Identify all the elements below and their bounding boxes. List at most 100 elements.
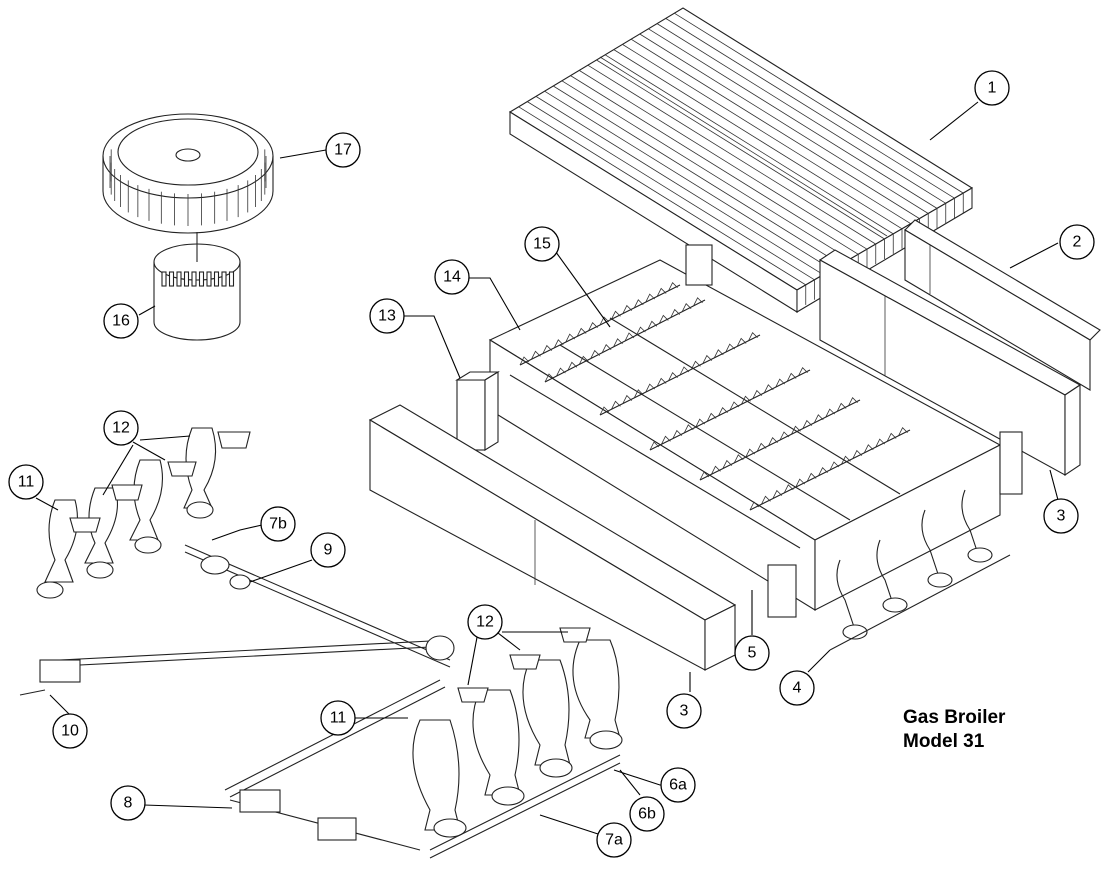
burner-tooth [601, 344, 612, 353]
burner-tooth [599, 406, 610, 416]
svg-text:10: 10 [61, 723, 79, 740]
grate-slat [613, 49, 903, 230]
grate-slat [656, 23, 946, 204]
grate-slat [674, 12, 964, 194]
callout-1: 1 [974, 70, 1010, 106]
burner-tooth [647, 320, 658, 330]
burner-tooth [786, 372, 797, 382]
burner-tooth [775, 378, 785, 388]
svg-text:2: 2 [1073, 234, 1082, 251]
burner-tooth [693, 297, 703, 307]
burner-tooth [567, 361, 578, 371]
burner-tooth [611, 310, 621, 320]
burner-tooth [588, 322, 598, 331]
svg-text:12: 12 [112, 420, 130, 437]
burner-tooth [798, 367, 808, 376]
title-line-2: Model 31 [903, 731, 985, 752]
burner-tooth [624, 332, 635, 342]
burner-tooth [729, 401, 740, 411]
burner-tooth [622, 304, 633, 314]
burner-tooth [613, 338, 623, 348]
grate-slat [622, 44, 911, 225]
burner-tooth [875, 438, 885, 448]
callout-2: 2 [1059, 224, 1095, 260]
burner-tooth [772, 489, 783, 499]
callout-12-left: 12 [103, 410, 139, 446]
callout-7a: 7a [596, 822, 632, 858]
burner-tooth [718, 407, 728, 416]
svg-text:7b: 7b [269, 516, 287, 533]
motor-vent-slot [228, 271, 235, 287]
burner-tooth [791, 425, 801, 435]
svg-text:3: 3 [680, 703, 689, 720]
title-line-1: Gas Broiler [903, 707, 1006, 728]
svg-text:11: 11 [330, 710, 347, 727]
callouts: 1 2 3 3 4 5 6a 6b 7a 7b 8 9 10 11 11 [8, 70, 1095, 858]
burner-tooth [633, 389, 644, 399]
callout-14: 14 [434, 259, 470, 295]
grate-slat [639, 33, 929, 214]
burner-tooth [576, 327, 587, 337]
burner-tooth [599, 316, 610, 326]
part-front-burners [224, 627, 623, 859]
burner-tooth [806, 472, 817, 482]
burner-tooth [722, 459, 733, 469]
svg-text:6a: 6a [669, 777, 687, 794]
callout-12-front: 12 [467, 604, 503, 640]
svg-text:6b: 6b [638, 806, 656, 823]
motor-vent-slot [168, 271, 175, 287]
callout-11-front: 11 [320, 700, 356, 736]
burner-tooth [836, 402, 847, 412]
callout-7b: 7b [260, 506, 296, 542]
motor-vent-slot [213, 271, 220, 287]
burner-tooth [725, 343, 735, 353]
motor-vent-slot [183, 271, 190, 287]
part-grate [508, 7, 974, 313]
callout-11-left: 11 [8, 464, 44, 500]
grate-slat [535, 96, 824, 276]
motor-vent-slot [198, 271, 205, 287]
grate-slat [561, 80, 850, 260]
burner-tooth [590, 349, 600, 359]
burner-tooth [829, 461, 840, 471]
burner-tooth [544, 373, 555, 383]
part-back-block [904, 219, 1101, 391]
burner-tooth [779, 431, 790, 441]
callout-3-right: 3 [1043, 498, 1079, 534]
burner-tooth [848, 397, 858, 406]
part-motor [153, 232, 241, 341]
grate-slat [544, 90, 833, 270]
callout-4: 4 [779, 670, 815, 706]
callout-6a: 6a [660, 767, 696, 803]
motor-vent-slot [161, 271, 167, 287]
burner-tooth [649, 441, 660, 451]
burner-tooth [519, 356, 530, 366]
grate-slat [527, 101, 815, 281]
burner-tooth [691, 360, 701, 370]
grate-slat [570, 75, 859, 255]
burner-tooth [565, 333, 575, 343]
burner-tooth [886, 432, 897, 442]
grate-slat [587, 64, 876, 245]
burner-tooth [825, 408, 835, 418]
burner-tooth [768, 437, 778, 446]
diagram-title: Gas Broiler Model 31 [903, 706, 1005, 754]
burner-tooth [656, 287, 667, 297]
part-burner-housing [488, 259, 1011, 651]
part-left-burners [19, 427, 451, 696]
burner-tooth [818, 467, 828, 476]
burner-tooth [898, 427, 908, 436]
burner-tooth [795, 478, 805, 488]
burner-tooth [622, 394, 633, 404]
burner-tooth [645, 383, 655, 393]
burner-tooth [556, 367, 566, 377]
burner-tooth [636, 326, 646, 336]
callout-15: 15 [524, 226, 560, 262]
callout-8: 8 [110, 785, 146, 821]
grate-slat [665, 18, 955, 199]
part-end-blocks [685, 244, 1023, 618]
burner-tooth [672, 429, 683, 439]
callout-3-front: 3 [666, 693, 702, 729]
svg-text:3: 3 [1057, 508, 1066, 525]
